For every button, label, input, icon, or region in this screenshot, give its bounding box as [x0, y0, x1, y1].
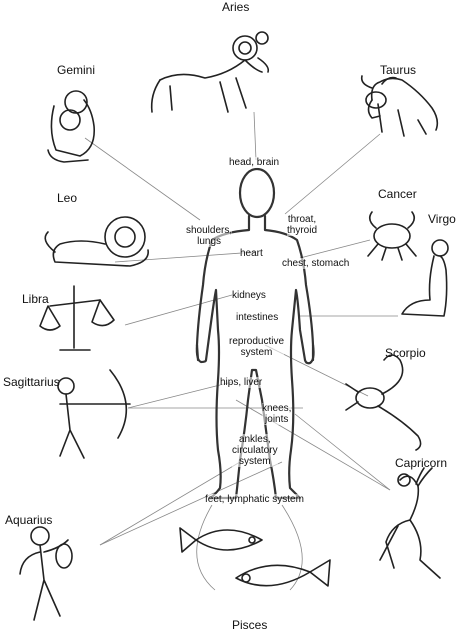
line-pisces-a [196, 504, 216, 591]
maiden-icon [401, 239, 449, 317]
connector-lines [84, 111, 398, 591]
line-aquarius-a [99, 461, 241, 546]
fish-icon [179, 527, 331, 587]
line-sagittarius-a [127, 381, 233, 409]
sign-label-aquarius: Aquarius [5, 513, 53, 527]
part-label-feet: feet, lymphatic system [205, 494, 304, 505]
figure-hand-left [195, 343, 208, 364]
part-label-knees: knees, joints [262, 403, 292, 425]
line-taurus [284, 133, 381, 215]
figure-head [238, 167, 276, 219]
part-label-reproductive: reproductive system [229, 336, 285, 358]
scales-icon [39, 285, 115, 351]
water-bearer-icon [19, 526, 73, 621]
part-label-heart: heart [240, 248, 263, 259]
part-label-chest: chest, stomach [282, 258, 350, 269]
scorpion-icon [345, 354, 422, 451]
line-capricorn-a [294, 413, 391, 491]
sign-label-scorpio: Scorpio [385, 346, 426, 360]
part-label-hips: hips, liver [220, 377, 263, 388]
archer-icon [57, 369, 131, 459]
line-aquarius-b [99, 461, 283, 546]
part-label-shoulders: shoulders, lungs [186, 225, 233, 247]
part-label-throat: throat, thyroid [287, 214, 318, 236]
goat-icon [379, 467, 441, 579]
bull-icon [360, 75, 439, 137]
line-capricorn-b [235, 399, 391, 491]
sign-label-cancer: Cancer [378, 187, 417, 201]
sign-label-libra: Libra [22, 292, 49, 306]
part-label-intestines: intestines [236, 312, 279, 323]
sign-label-pisces: Pisces [232, 618, 268, 632]
sign-label-gemini: Gemini [57, 63, 96, 77]
line-gemini [84, 137, 201, 221]
ram-icon [150, 31, 270, 113]
sign-label-taurus: Taurus [380, 63, 417, 77]
line-pisces-b [281, 504, 303, 591]
figure-hand-right [303, 343, 315, 365]
sign-label-capricorn: Capricorn [395, 456, 448, 470]
crab-icon [367, 211, 417, 261]
part-label-ankles: ankles, circulatory system [232, 434, 278, 467]
line-cancer [299, 239, 371, 259]
twins-icon [47, 90, 96, 163]
part-label-head: head, brain [229, 157, 280, 168]
lion-icon [44, 216, 149, 267]
line-leo [114, 251, 257, 263]
part-label-kidneys: kidneys [232, 290, 266, 301]
sign-label-sagittarius: Sagittarius [3, 375, 60, 389]
sign-label-virgo: Virgo [428, 212, 456, 226]
sign-label-leo: Leo [57, 191, 78, 205]
line-aries [253, 111, 257, 161]
sign-label-aries: Aries [222, 0, 250, 14]
